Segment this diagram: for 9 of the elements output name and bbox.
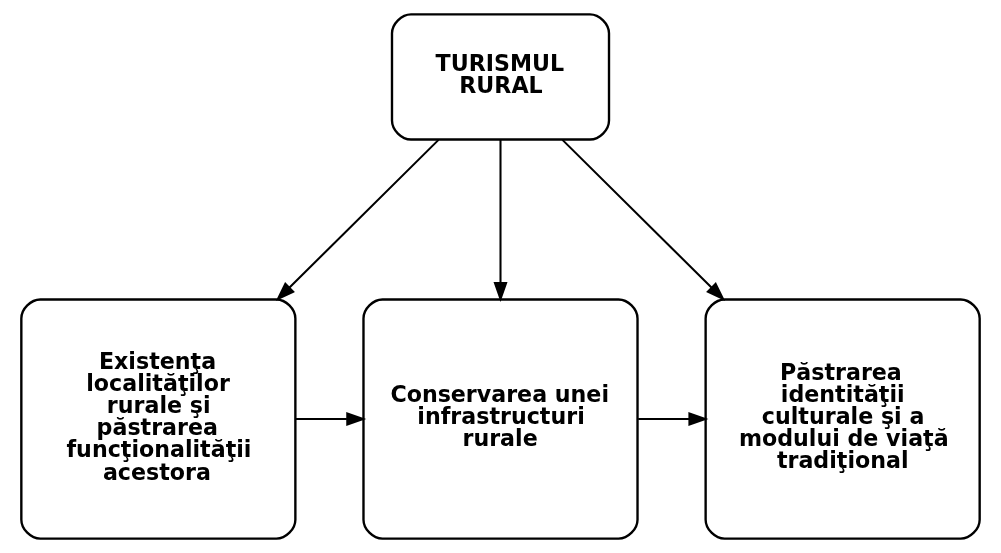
arrow xyxy=(493,139,508,303)
arrow xyxy=(638,412,709,427)
node-box: TURISMUL RURAL xyxy=(390,13,611,141)
node-box: Păstrarea identităţii culturale şi a modului de viaţă tradiţional xyxy=(704,298,981,540)
arrow xyxy=(275,139,440,302)
arrow xyxy=(561,139,726,302)
node-box: Conservarea unei infrastructuri rurale xyxy=(362,298,639,540)
arrow xyxy=(296,412,367,427)
node-box: Existenţa localităţilor rurale şi păstrarea funcţionalităţii acestora xyxy=(20,298,297,540)
